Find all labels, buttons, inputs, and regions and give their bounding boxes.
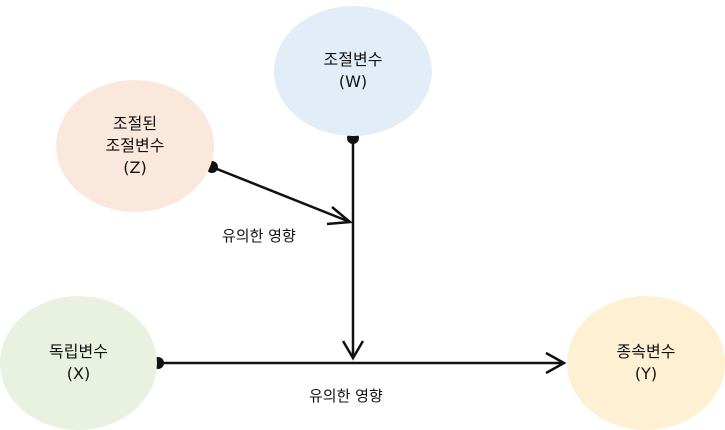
moderated-moderator-node: 조절된 조절변수 (Z) (56, 80, 214, 212)
node-label: (W) (338, 72, 368, 91)
moderator-node: 조절변수 (W) (274, 6, 432, 136)
node-label: 독립변수 (49, 342, 108, 361)
main-effect-label: 유의한 영향 (309, 387, 383, 405)
moderation-effect-label: 유의한 영향 (222, 227, 296, 245)
node-label: 조절변수 (323, 50, 383, 69)
independent-variable-node: 독립변수 (X) (0, 296, 157, 430)
node-label: 종속변수 (616, 342, 676, 361)
dependent-variable-node: 종속변수 (Y) (567, 296, 725, 430)
node-label: 조절된 (112, 114, 158, 133)
arrowhead-w-down (341, 340, 365, 361)
node-label: 조절변수 (105, 136, 165, 155)
node-label: (X) (66, 364, 91, 383)
arrowhead-z-w (326, 206, 354, 226)
node-label: (Z) (123, 158, 147, 177)
node-label: (Y) (634, 364, 658, 383)
arrow-z-to-w-path (211, 165, 351, 224)
arrowhead-x-y (545, 351, 567, 375)
